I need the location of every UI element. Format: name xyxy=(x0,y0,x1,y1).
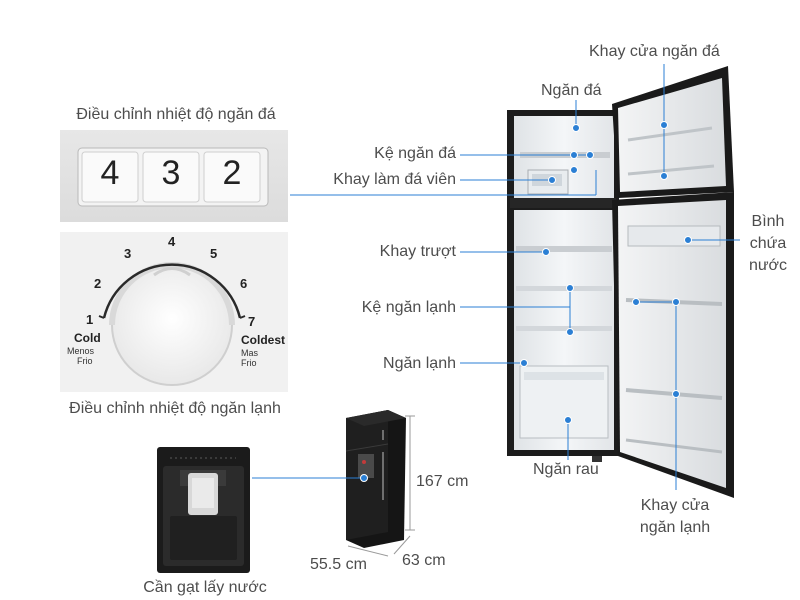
coldest-sub-label: Frio xyxy=(241,358,257,368)
dimension-lines xyxy=(347,415,415,557)
freezer-digit: 4 xyxy=(100,154,120,192)
label-fridge-door-tray: Khay cửa ngăn lạnh xyxy=(632,495,718,539)
knob-scale-number: 3 xyxy=(124,246,132,261)
open-fridge-image xyxy=(507,66,734,498)
coldest-sub-label: Mas xyxy=(241,348,259,358)
cold-sub-label: Frio xyxy=(77,356,93,366)
knob-scale-number: 5 xyxy=(210,246,218,261)
knob-scale-number: 2 xyxy=(94,276,102,291)
label-fridge-shelf: Kệ ngăn lạnh xyxy=(361,299,456,316)
dimension-height: 167 cm xyxy=(416,473,469,490)
label-fridge-door-tray-line: Khay cửa xyxy=(640,497,710,514)
dimension-depth: 63 cm xyxy=(402,552,446,569)
freezer-digit: 2 xyxy=(222,154,242,192)
label-water-tank-line: chứa xyxy=(749,235,787,252)
knob-scale-number: 7 xyxy=(248,314,256,329)
label-freezer: Ngăn đá xyxy=(541,82,602,99)
callout-dots xyxy=(360,121,692,482)
coldest-label: Coldest xyxy=(241,333,286,347)
dimension-width: 55.5 cm xyxy=(310,556,367,573)
label-slide-tray: Khay trượt xyxy=(379,243,456,260)
knob-scale-number: 1 xyxy=(86,312,94,327)
label-fridge-door-tray-line: ngăn lạnh xyxy=(639,519,711,536)
label-water-tank-line: nước xyxy=(748,257,788,274)
label-fridge: Ngăn lạnh xyxy=(383,355,456,372)
knob-scale-number: 6 xyxy=(240,276,248,291)
closed-fridge-image xyxy=(345,410,406,548)
freezer-control-panel xyxy=(60,130,288,222)
label-vegetable: Ngăn rau xyxy=(533,461,599,478)
knob-scale-number: 4 xyxy=(168,234,176,249)
label-water-tank: Bình chứa nước xyxy=(740,211,796,277)
cold-sub-label: Menos xyxy=(67,346,95,356)
label-water-tank-line: Bình xyxy=(751,213,785,230)
cold-label: Cold xyxy=(74,331,101,345)
label-ice-door-tray: Khay cửa ngăn đá xyxy=(589,43,720,60)
dispenser-caption: Cần gạt lấy nước xyxy=(143,579,267,596)
freezer-digit: 3 xyxy=(161,154,181,192)
dispenser-image xyxy=(157,447,250,573)
freezer-control-title: Điều chỉnh nhiệt độ ngăn đá xyxy=(76,106,276,123)
label-ice-tray: Khay làm đá viên xyxy=(333,171,456,188)
fridge-control-title: Điều chỉnh nhiệt độ ngăn lạnh xyxy=(69,400,281,417)
label-freezer-shelf: Kệ ngăn đá xyxy=(374,145,456,162)
fridge-control-panel xyxy=(60,232,288,392)
